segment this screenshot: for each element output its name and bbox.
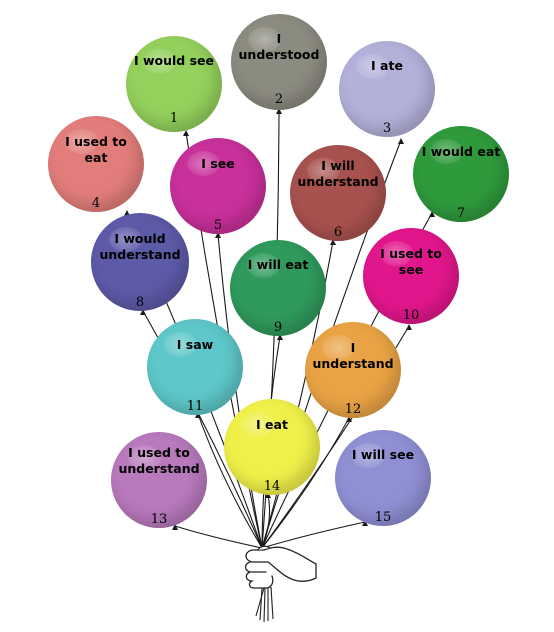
balloon-number: 5 [213,218,223,233]
balloon-number: 7 [456,206,466,221]
balloon-label: I used to eat [65,134,127,165]
balloon-knot [398,138,404,144]
balloon-string [261,493,271,549]
balloon-5: I see 5 [170,138,266,234]
balloon-label: I eat [256,417,288,432]
balloon-knot [276,108,282,114]
balloon-label: I would understand [99,231,181,262]
balloon-knot [406,324,412,330]
balloon-number: 14 [263,479,281,494]
balloon-number: 10 [402,308,420,323]
balloon-knot [346,416,352,422]
balloon-13: I used to understand 13 [111,432,207,528]
balloon-number: 11 [186,399,204,414]
balloon-number: 15 [374,510,392,525]
balloon-label: I used to understand [118,445,200,476]
balloon-knot [172,524,178,530]
balloon-number: 13 [150,512,168,527]
balloon-label: I will see [351,447,415,462]
balloon-14: I eat 14 [224,399,320,495]
balloon-label: I would see [133,53,215,68]
balloon-8: I would understand 8 [91,213,189,311]
balloon-knot [183,130,189,136]
balloon-knot [215,232,221,238]
balloon-knot [429,211,435,217]
balloon-string [261,417,350,549]
balloon-1: I would see 1 [126,36,222,132]
balloon-number: 8 [135,295,145,310]
balloon-knot [265,492,271,498]
balloon-number: 12 [344,402,362,417]
balloon-label: I will understand [297,158,379,189]
balloon-knot [277,334,283,340]
balloon-label: I understood [238,31,320,62]
balloon-number: 1 [169,111,179,126]
balloon-number: 3 [382,121,392,136]
balloon-12: I understand 12 [305,322,401,418]
hand-icon [244,545,317,623]
balloon-number: 2 [274,92,284,107]
balloon-knot [195,412,201,418]
balloon-label: I see [201,156,235,171]
balloon-6: I will understand 6 [290,145,386,241]
balloon-11: I saw 11 [147,319,243,415]
balloon-label: I ate [371,58,403,73]
balloon-string [261,521,366,549]
balloon-knot [362,520,368,526]
balloon-number: 4 [91,196,101,211]
balloon-knot [140,309,146,315]
balloon-number: 9 [273,320,283,335]
balloon-string [174,525,263,549]
balloon-label: I used to see [380,246,442,277]
balloon-label: I would eat [421,144,501,159]
balloon-2: I understood 2 [231,14,327,110]
balloon-string [197,413,263,549]
balloon-7: I would eat 7 [413,126,509,222]
balloon-15: I will see 15 [335,430,431,526]
balloon-4: I used to eat 4 [48,116,144,212]
balloon-number: 6 [333,225,343,240]
balloon-3: I ate 3 [339,41,435,137]
balloon-label: I will eat [247,257,309,272]
balloon-knot [330,239,336,245]
balloon-10: I used to see 10 [363,228,459,324]
balloon-9: I will eat 9 [230,240,326,336]
balloon-label: I understand [312,340,394,371]
balloon-label: I saw [176,337,214,352]
